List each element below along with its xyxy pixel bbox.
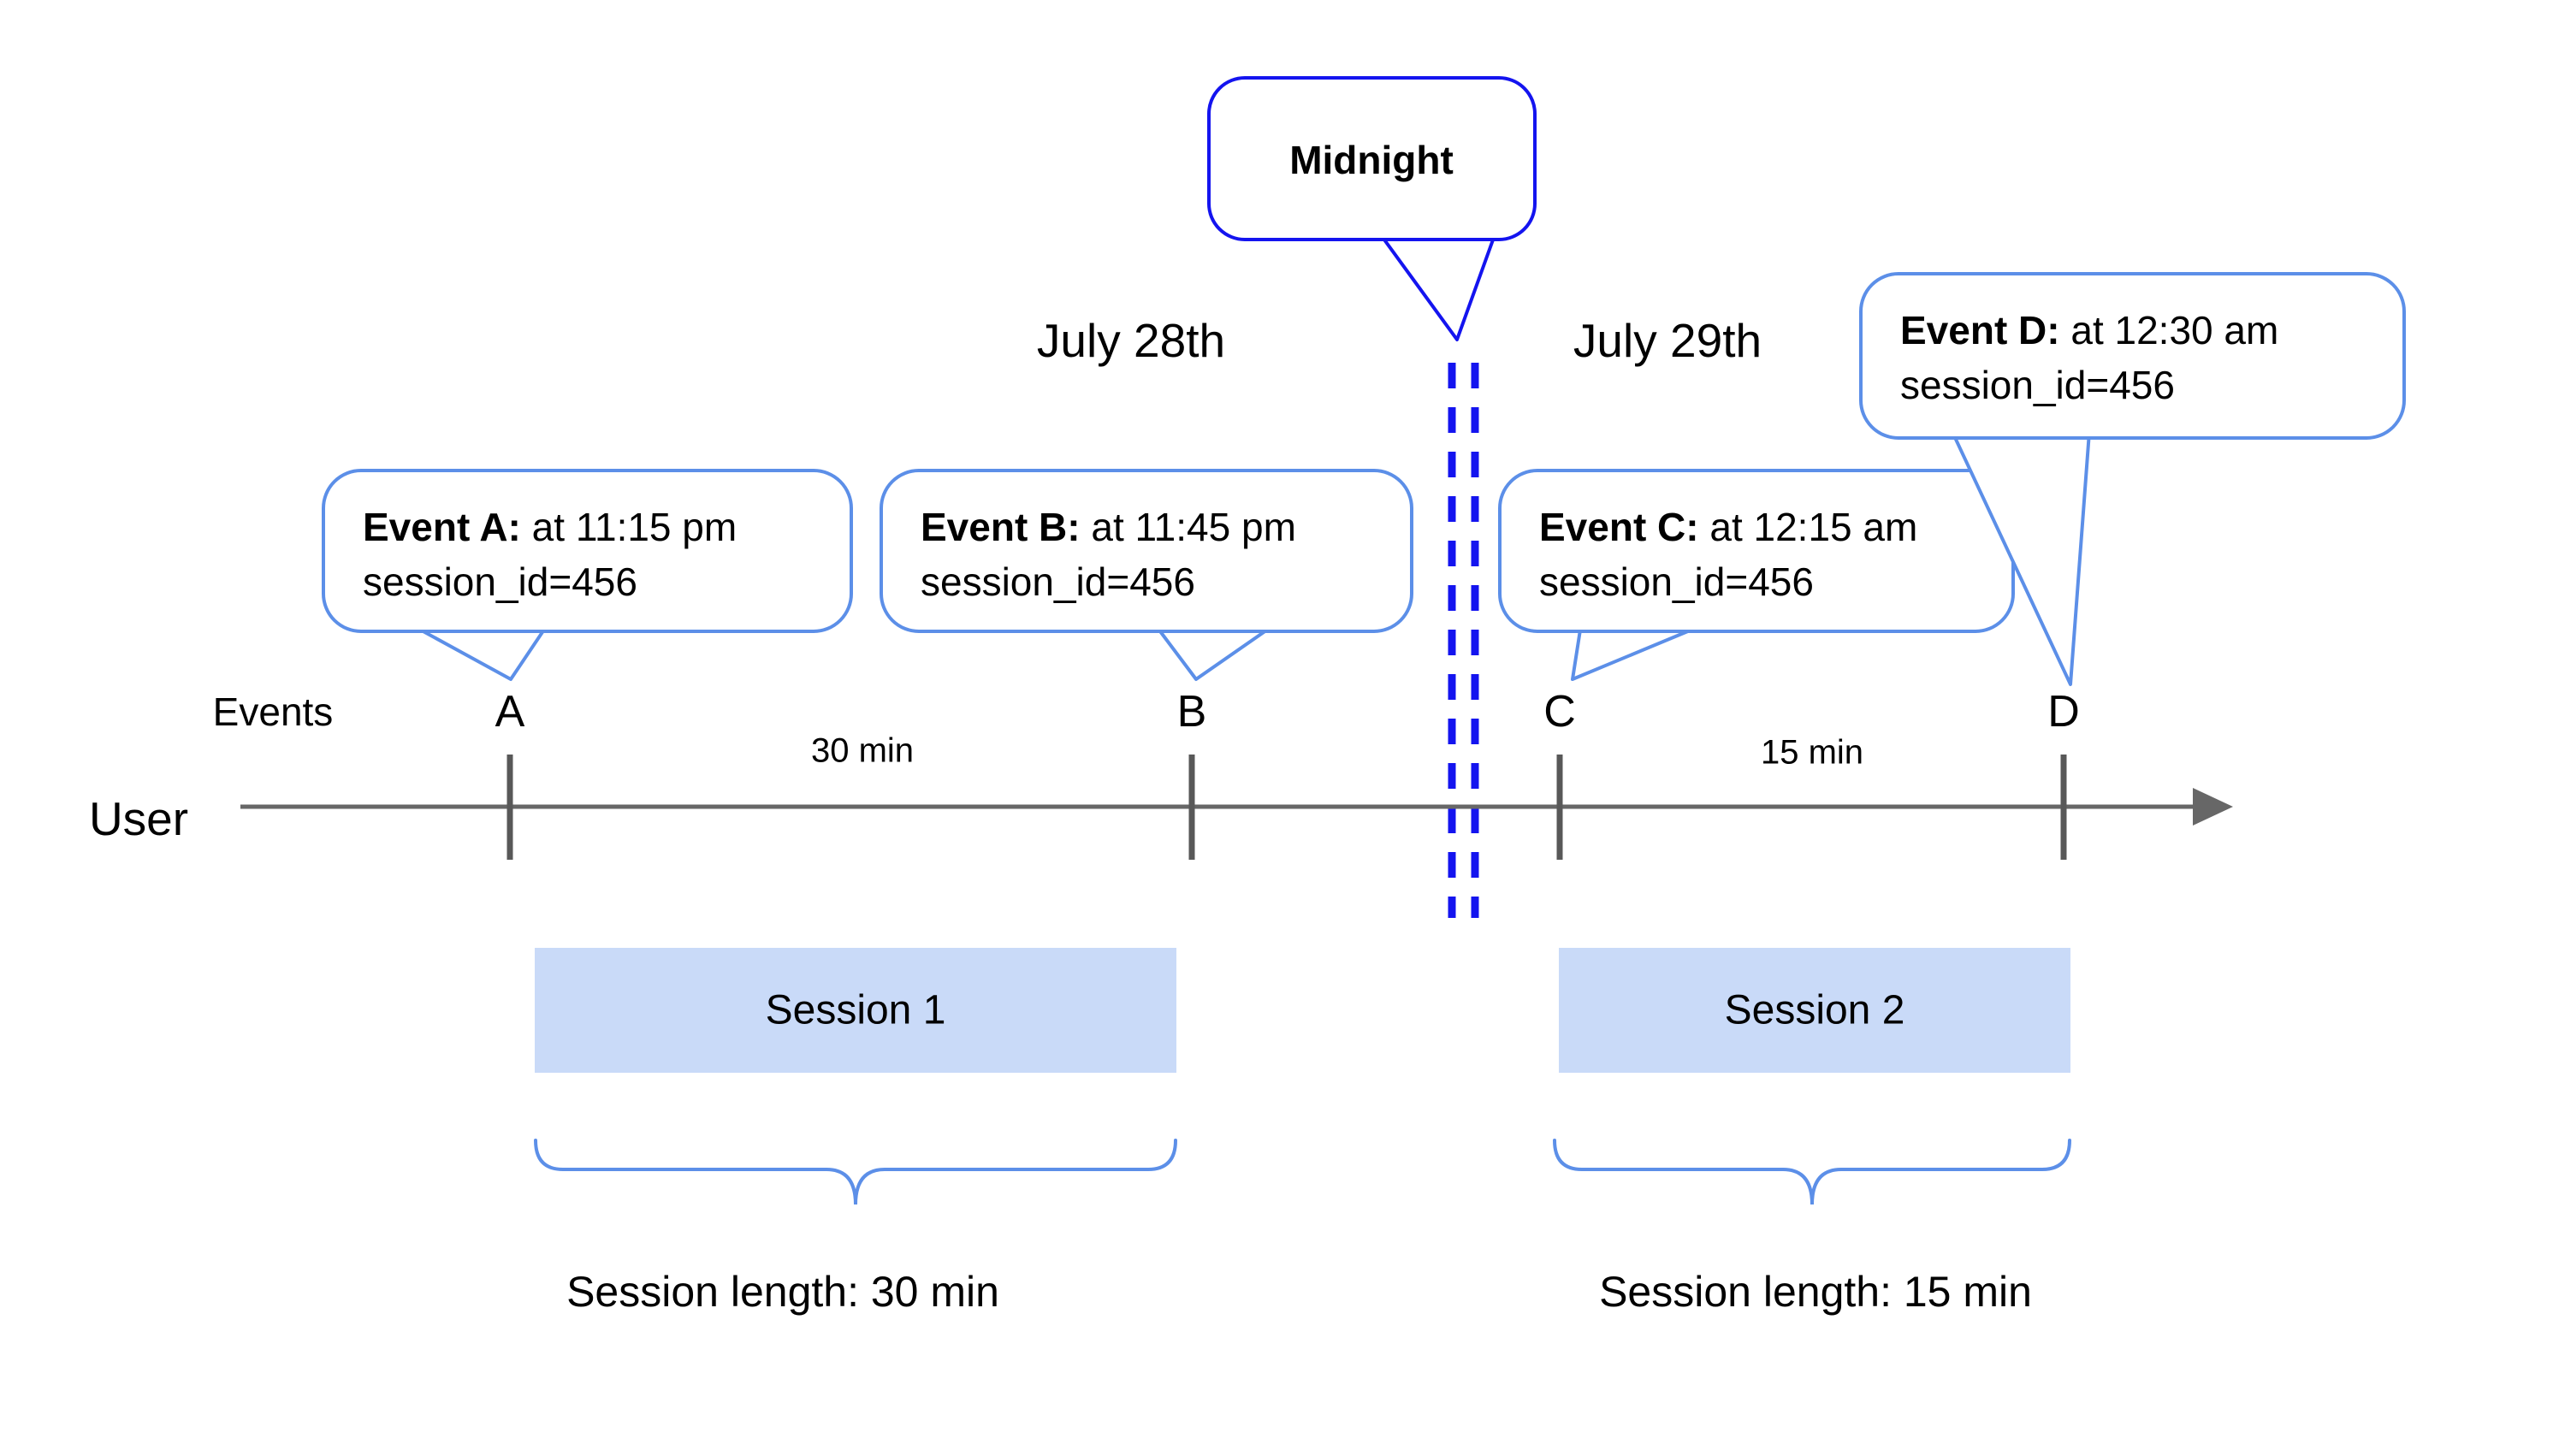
event-a-bubble bbox=[322, 469, 853, 633]
event-a-title: Event A: at 11:15 pm bbox=[363, 505, 737, 549]
event-c-title: Event C: at 12:15 am bbox=[1539, 505, 1918, 549]
marker-d: D bbox=[2047, 687, 2080, 737]
event-c-session-id: session_id=456 bbox=[1539, 559, 1814, 604]
gap-30min-label: 30 min bbox=[810, 731, 915, 770]
events-row-label: Events bbox=[212, 690, 334, 734]
session-1-length-label: Session length: 30 min bbox=[566, 1268, 999, 1316]
event-b-title: Event B: at 11:45 pm bbox=[921, 505, 1296, 549]
marker-c: C bbox=[1543, 687, 1576, 737]
timeline-arrowhead-icon bbox=[2193, 788, 2233, 826]
event-a-bubble-text: Event A: at 11:15 pm session_id=456 bbox=[363, 500, 737, 609]
event-d-session-id: session_id=456 bbox=[1900, 363, 2175, 407]
date-july-29: July 29th bbox=[1573, 314, 1762, 367]
session-1-box bbox=[535, 948, 1176, 1073]
event-b-bubble bbox=[880, 469, 1413, 633]
event-b-bubble-text: Event B: at 11:45 pm session_id=456 bbox=[921, 500, 1296, 609]
session-2-label: Session 2 bbox=[1724, 987, 1905, 1033]
marker-a: A bbox=[495, 687, 525, 737]
event-b-session-id: session_id=456 bbox=[921, 559, 1195, 604]
user-row-label: User bbox=[88, 792, 189, 845]
session-1-label: Session 1 bbox=[765, 987, 946, 1033]
event-c-bubble-text: Event C: at 12:15 am session_id=456 bbox=[1539, 500, 1917, 609]
event-d-title: Event D: at 12:30 am bbox=[1900, 308, 2279, 352]
session-2-length-label: Session length: 15 min bbox=[1599, 1268, 2032, 1316]
session-1-brace bbox=[534, 1139, 1177, 1205]
date-july-28: July 28th bbox=[1036, 314, 1226, 367]
event-a-session-id: session_id=456 bbox=[363, 559, 637, 604]
event-d-bubble-text: Event D: at 12:30 am session_id=456 bbox=[1900, 303, 2278, 412]
midnight-bubble bbox=[1207, 76, 1537, 241]
event-d-bubble bbox=[1859, 272, 2406, 440]
midnight-label: Midnight bbox=[1289, 138, 1454, 182]
midnight-bubble-tail bbox=[1377, 231, 1497, 341]
session-2-box bbox=[1559, 948, 2070, 1073]
session-2-brace bbox=[1553, 1139, 2071, 1205]
marker-b: B bbox=[1176, 687, 1207, 737]
gap-15min-label: 15 min bbox=[1760, 733, 1864, 772]
